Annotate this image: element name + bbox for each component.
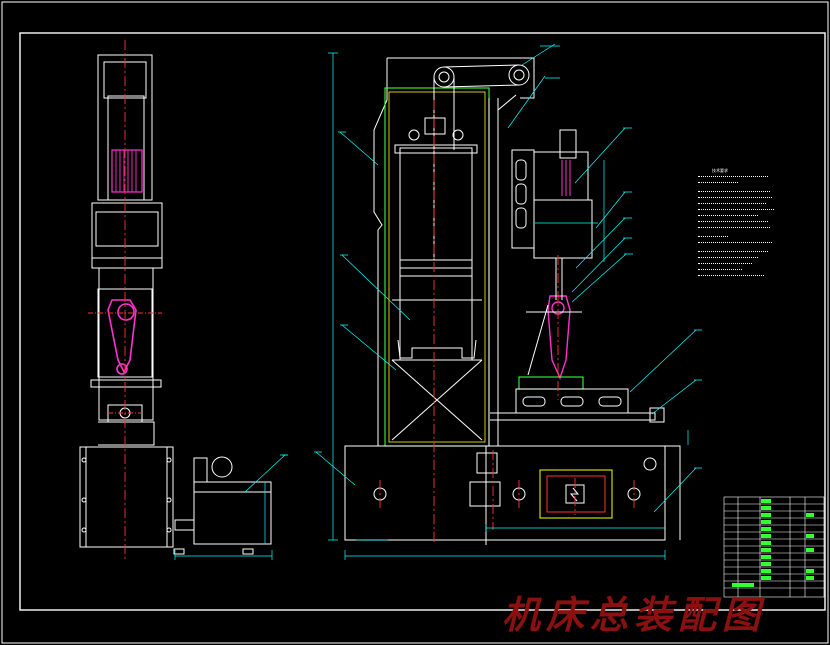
- requirement-line: [698, 275, 764, 278]
- requirement-line: [698, 227, 770, 230]
- parts-list-fills: [732, 499, 814, 587]
- requirement-line: [698, 209, 774, 212]
- front-view-dimensions: [280, 43, 702, 560]
- requirement-line: [698, 215, 758, 218]
- technical-requirements: 技术要求: [698, 168, 776, 281]
- requirement-line: [698, 242, 772, 245]
- requirement-line: [698, 257, 758, 260]
- side-view: [79, 54, 272, 555]
- requirement-line: [698, 221, 768, 224]
- requirement-line: [698, 251, 768, 254]
- technical-requirements-lines: [698, 176, 776, 278]
- drawing-title: 机床总装配图: [502, 592, 767, 637]
- requirement-line: [698, 176, 768, 179]
- requirement-line: [698, 197, 772, 200]
- requirement-line: [698, 269, 742, 272]
- requirement-line: [698, 191, 770, 194]
- side-view-horizontal-centerline: [88, 312, 162, 414]
- inner-border: [19, 32, 826, 611]
- requirement-line: [698, 182, 738, 185]
- requirement-line: [698, 236, 728, 239]
- front-view-centerlines: [379, 100, 635, 545]
- technical-requirements-heading: 技术要求: [712, 168, 728, 173]
- front-view: [344, 57, 681, 545]
- parts-list-table: [723, 496, 825, 598]
- requirement-line: [698, 263, 752, 266]
- requirement-line: [698, 203, 766, 206]
- side-view-dimensions: [174, 454, 288, 560]
